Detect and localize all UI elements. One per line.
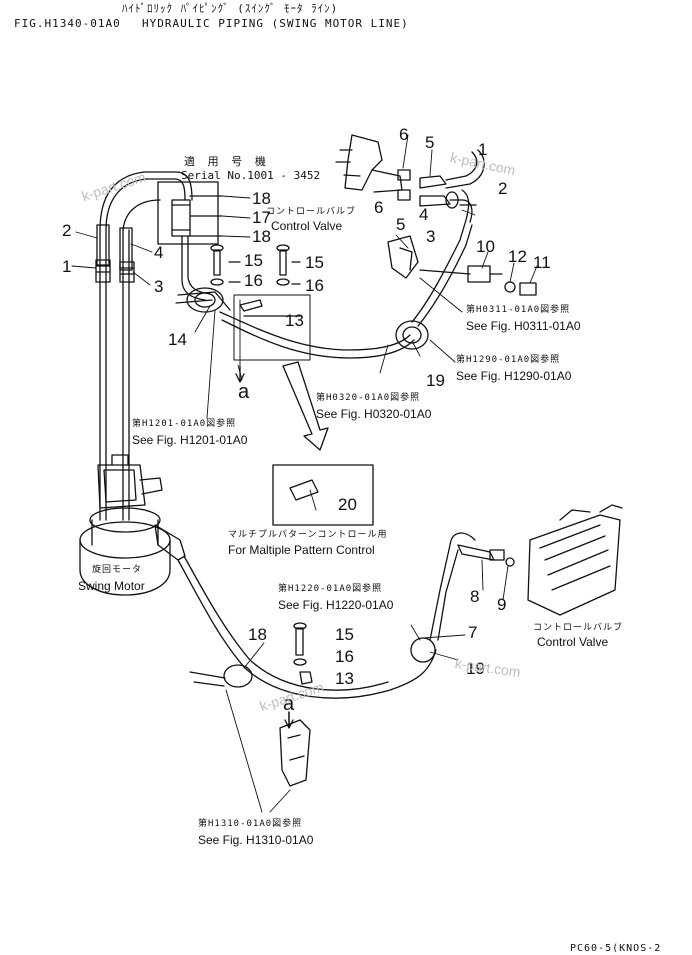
multiple-pattern-box bbox=[272, 464, 374, 526]
arrow-a-top bbox=[235, 365, 245, 383]
ref-h1310-jp: 第H1310-01A0図参照 bbox=[198, 819, 303, 829]
multiple-pattern-label: For Maltiple Pattern Control bbox=[228, 543, 375, 557]
ref-h1201-jp: 第H1201-01A0図参照 bbox=[132, 419, 237, 429]
callout-11: 11 bbox=[533, 253, 551, 272]
figure-title: HYDRAULIC PIPING (SWING MOTOR LINE) bbox=[142, 17, 409, 30]
ref-h0311-jp: 第H0311-01A0図参照 bbox=[466, 305, 571, 315]
control-valve-right bbox=[527, 504, 623, 616]
callout-2-left: 2 bbox=[62, 221, 72, 240]
callout-12: 12 bbox=[508, 247, 527, 266]
callout-16-bottom: 16 bbox=[335, 647, 354, 666]
callout-18-upper: 18 bbox=[252, 189, 271, 208]
callout-4-mid: 4 bbox=[419, 205, 429, 224]
callout-1-left: 1 bbox=[62, 257, 72, 276]
callout-15-a: 15 bbox=[244, 251, 263, 270]
clamp-assembly bbox=[157, 181, 223, 301]
footer-label: PC60-5(KNOS-2 bbox=[570, 943, 662, 954]
ref-h1310-en: See Fig. H1310-01A0 bbox=[198, 833, 314, 847]
arrow-a-top-label: a bbox=[238, 381, 250, 403]
callout-9: 9 bbox=[497, 595, 507, 614]
callout-18-lower: 18 bbox=[252, 227, 271, 246]
ref-h1220-jp: 第H1220-01A0図参照 bbox=[278, 584, 383, 594]
callout-7: 7 bbox=[468, 623, 478, 642]
arrow-a-bottom bbox=[284, 711, 294, 729]
ref-h1201-en: See Fig. H1201-01A0 bbox=[132, 433, 248, 447]
callout-15-bottom: 15 bbox=[335, 625, 354, 644]
left-hoses bbox=[95, 171, 193, 521]
arrow-a-bottom-label: a bbox=[283, 693, 295, 715]
callout-15-b: 15 bbox=[305, 253, 324, 272]
ref-h1290-en: See Fig. H1290-01A0 bbox=[456, 369, 572, 383]
detail-arrow bbox=[282, 361, 329, 451]
callout-19-upper: 19 bbox=[426, 371, 445, 390]
control-valve-top bbox=[335, 134, 485, 223]
callout-3-mid: 3 bbox=[426, 227, 436, 246]
callout-6-top: 6 bbox=[399, 125, 409, 144]
serial-number: Serial No.1001 - 3452 bbox=[181, 169, 321, 182]
ref-h1220-en: See Fig. H1220-01A0 bbox=[278, 598, 394, 612]
callout-5-mid: 5 bbox=[396, 215, 406, 234]
figure-number: FIG.H1340-01A0 bbox=[14, 17, 121, 30]
main-hose-upper bbox=[175, 189, 473, 361]
multiple-pattern-jp: マルチプルパターンコントロール用 bbox=[228, 530, 388, 540]
callout-16-b: 16 bbox=[305, 276, 324, 295]
header-japanese: ﾊｲﾄﾞﾛﾘｯｸ ﾊﾟｲﾋﾟﾝｸﾞ (ｽｲﾝｸﾞ ﾓｰﾀ ﾗｲﾝ) bbox=[122, 2, 339, 15]
callout-18-bottom: 18 bbox=[248, 625, 267, 644]
callout-2-top: 2 bbox=[498, 179, 508, 198]
callout-13-bottom: 13 bbox=[335, 669, 354, 688]
control-valve-top-jp: コントロールバルブ bbox=[266, 207, 357, 217]
ref-h0311-en: See Fig. H0311-01A0 bbox=[466, 319, 581, 333]
control-valve-top-label: Control Valve bbox=[271, 219, 343, 233]
callout-10: 10 bbox=[476, 237, 495, 256]
ref-h1290-jp: 第H1290-01A0図参照 bbox=[456, 355, 561, 365]
bolts-upper bbox=[210, 244, 301, 286]
callout-20: 20 bbox=[338, 495, 357, 514]
ref-h0320-en: See Fig. H0320-01A0 bbox=[316, 407, 432, 421]
bracket-10-12 bbox=[387, 235, 537, 296]
callout-19-lower: 19 bbox=[466, 659, 485, 678]
callout-16-a: 16 bbox=[244, 271, 263, 290]
callout-13-upper: 13 bbox=[285, 311, 304, 330]
serial-jp: 適 用 号 機 bbox=[184, 155, 269, 168]
leader-lines bbox=[71, 134, 538, 813]
callout-6-mid: 6 bbox=[374, 198, 384, 217]
callout-14: 14 bbox=[168, 330, 187, 349]
callout-4-left: 4 bbox=[154, 243, 164, 262]
callout-8: 8 bbox=[470, 587, 480, 606]
callout-3-left: 3 bbox=[154, 277, 164, 296]
control-valve-right-label: Control Valve bbox=[537, 635, 609, 649]
callout-17: 17 bbox=[252, 208, 271, 227]
swing-motor-label: Swing Motor bbox=[78, 579, 145, 593]
swing-motor-jp: 旋回モータ bbox=[92, 565, 143, 575]
swing-motor bbox=[79, 454, 171, 596]
control-valve-right-jp: コントロールバルブ bbox=[533, 623, 624, 633]
callout-1-top: 1 bbox=[478, 140, 488, 159]
ref-h0320-jp: 第H0320-01A0図参照 bbox=[316, 393, 421, 403]
callout-5-top: 5 bbox=[425, 133, 435, 152]
